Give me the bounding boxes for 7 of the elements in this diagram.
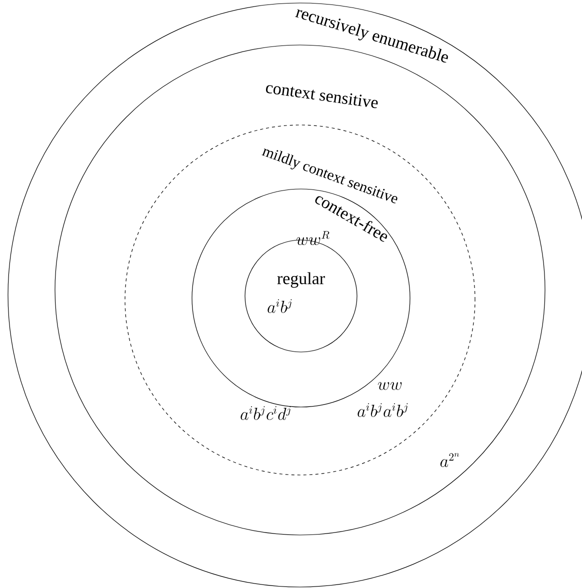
language-formula: $a^ib^j$ — [268, 299, 292, 313]
class-label: context sensitive — [266, 85, 378, 108]
class-label: regular — [277, 272, 325, 288]
language-formula: $a^ib^jc^id^j$ — [240, 406, 291, 420]
language-formula: $a^ib^ja^ib^j$ — [358, 403, 408, 417]
language-formula: $a^{2^n}$ — [440, 453, 459, 468]
language-formula: $ww$ — [378, 382, 402, 390]
